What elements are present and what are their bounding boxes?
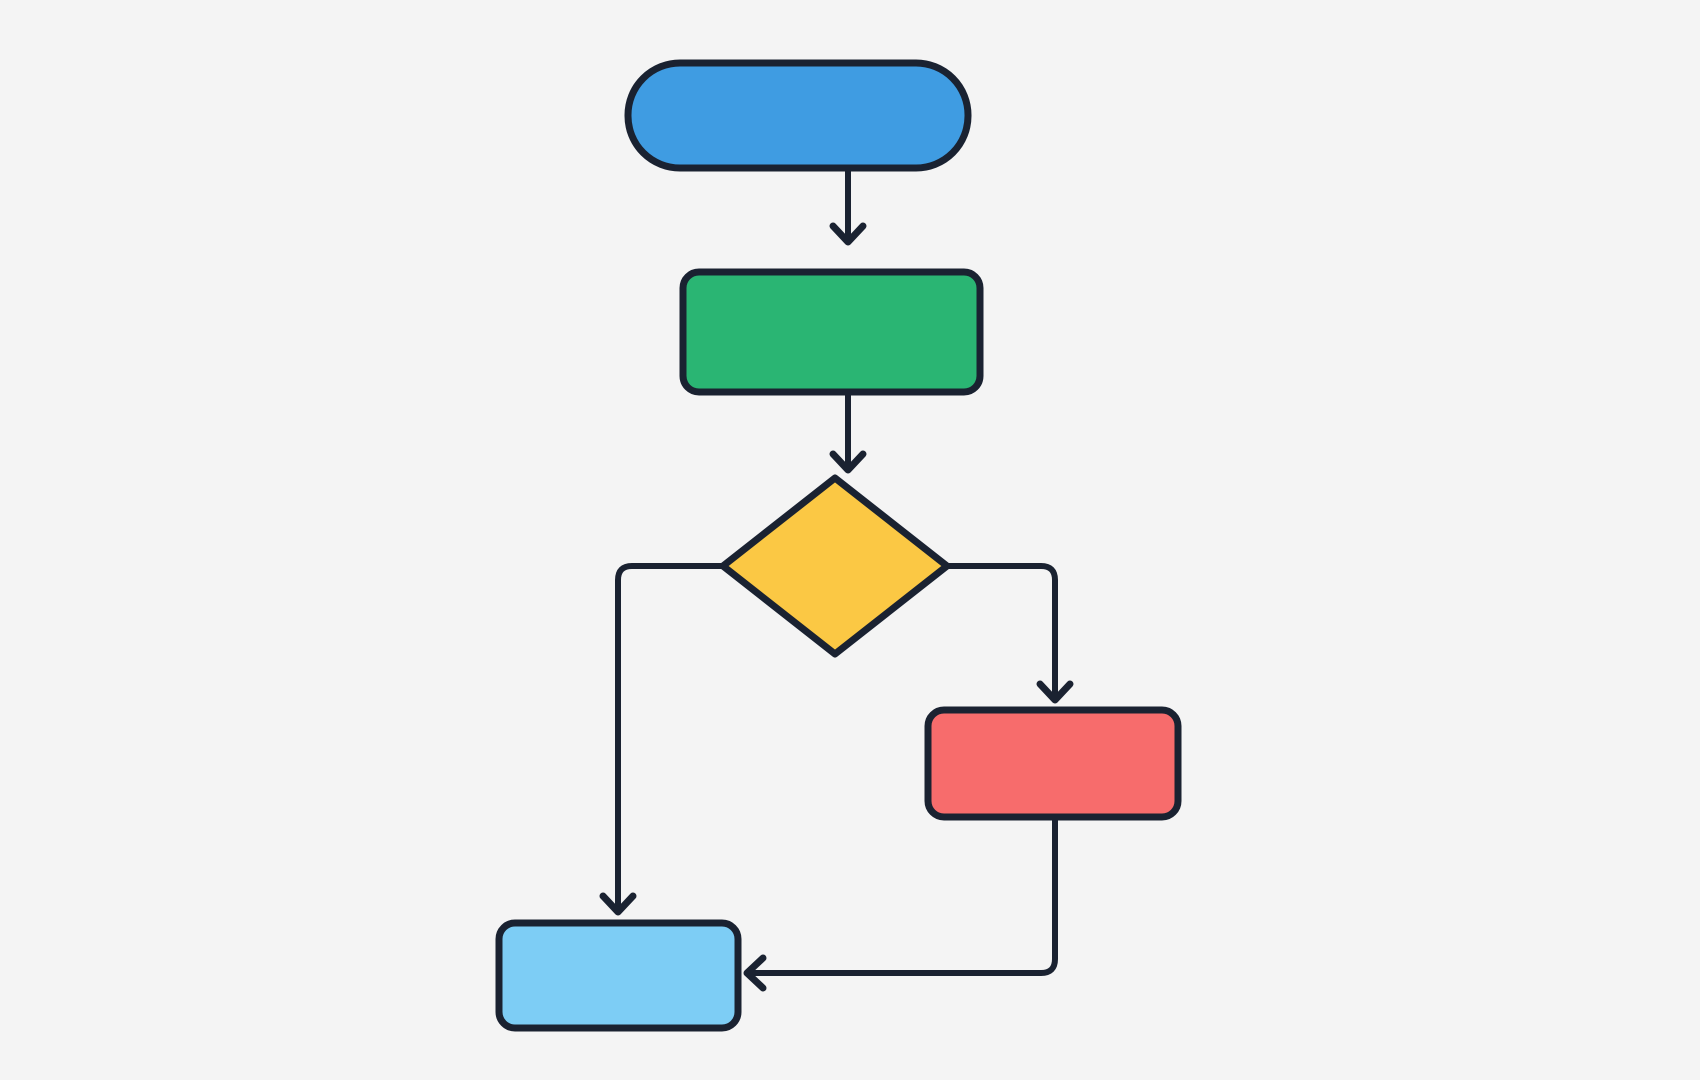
edge-alternate-to-end[interactable] [743,814,1058,992]
alternate-process-node-shape [924,706,1182,821]
start-node-shape [624,59,972,172]
process-node[interactable] [679,268,984,396]
end-node[interactable] [495,919,742,1032]
edge-line [748,814,1058,976]
arrowhead-down-icon [599,892,637,916]
edge-line [615,563,726,911]
node-layer [495,59,1182,1032]
arrowhead-down-icon [829,450,867,474]
start-node[interactable] [624,59,972,172]
edge-decision-left-to-end[interactable] [599,563,726,916]
process-node-shape [679,268,984,396]
decision-node-shape [719,474,951,658]
edge-layer [599,165,1074,992]
end-node-shape [495,919,742,1032]
edge-decision-right-to-alternate[interactable] [944,563,1074,704]
decision-node[interactable] [719,474,951,658]
alternate-process-node[interactable] [924,706,1182,821]
edge-line [944,563,1058,699]
arrowhead-down-icon [829,222,867,246]
edge-process-to-decision[interactable] [829,389,867,474]
arrowhead-down-icon [1036,680,1074,704]
arrowhead-left-icon [743,954,767,992]
edge-start-to-process[interactable] [829,165,867,246]
